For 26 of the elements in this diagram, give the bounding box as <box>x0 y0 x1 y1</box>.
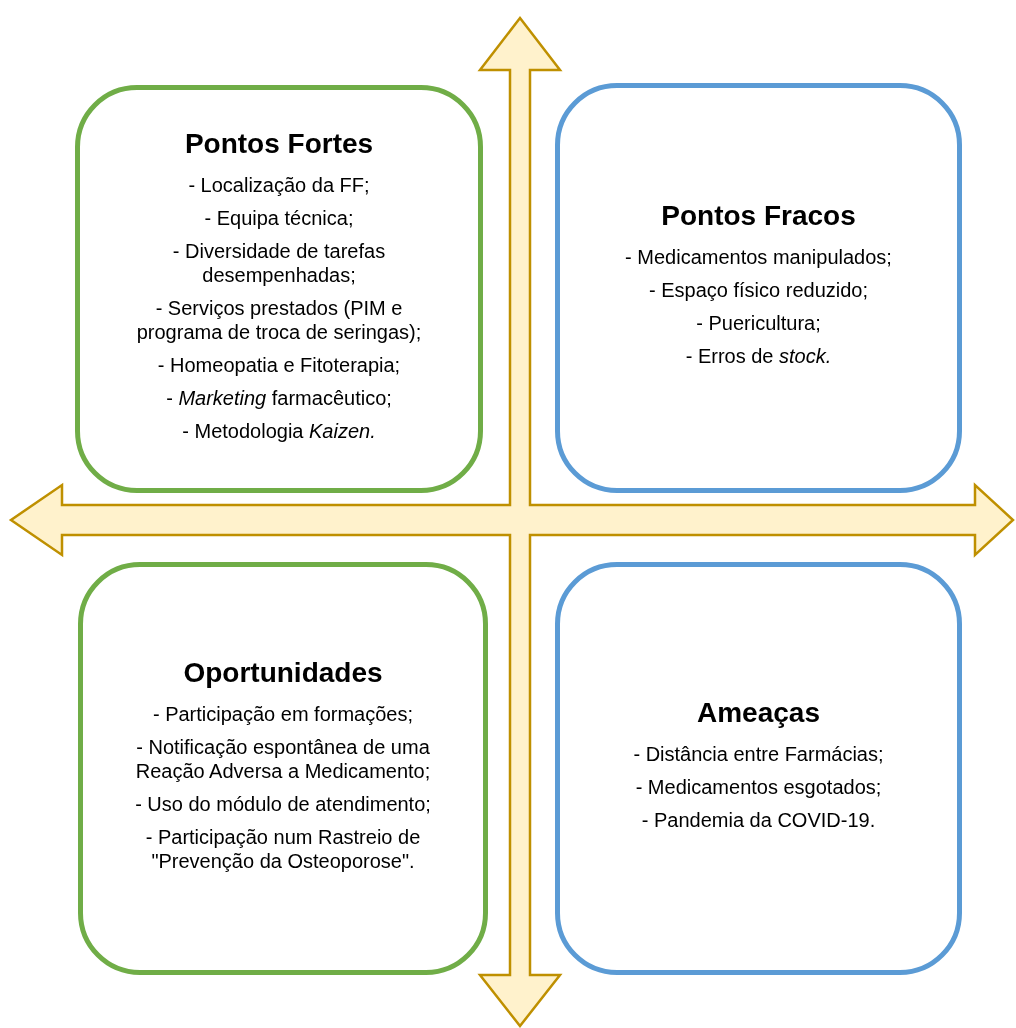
list-item: - Homeopatia e Fitoterapia; <box>157 352 401 377</box>
list-item: - Localização da FF; <box>188 172 370 197</box>
list-item: - Metodologia Kaizen. <box>182 418 376 443</box>
list-item: - Equipa técnica; <box>204 205 354 230</box>
list-item: - Notificação espontânea de uma Reação Adversa a Medicamento; <box>134 734 432 783</box>
list-item: - Medicamentos esgotados; <box>635 775 882 799</box>
list-item: - Participação num Rastreio de "Prevenção da Osteoporose". <box>144 824 422 873</box>
list-item: - Pandemia da COVID-19. <box>641 808 876 832</box>
quadrant-heading: Pontos Fortes <box>184 126 374 161</box>
quadrant-card <box>78 562 488 975</box>
list-item: - Uso do módulo de atendimento; <box>135 791 431 816</box>
list-item: - Serviços prestados (PIM e programa de troca de seringas); <box>135 295 423 344</box>
list-item: - Puericultura; <box>696 311 821 335</box>
quadrant-heading: Pontos Fracos <box>661 199 856 233</box>
list-item: - Participação em formações; <box>152 701 414 726</box>
list-item: - Medicamentos manipulados; <box>625 245 892 269</box>
list-item: - Espaço físico reduzido; <box>649 278 868 302</box>
quadrant-card <box>75 85 483 493</box>
quadrant-heading: Ameaças <box>697 696 820 730</box>
quadrant-card <box>555 562 962 975</box>
list-item: - Distância entre Farmácias; <box>633 742 884 766</box>
list-item: - Diversidade de tarefas desempenhadas; <box>171 238 387 287</box>
quadrant-heading: Oportunidades <box>183 655 383 690</box>
list-item: - Marketing farmacêutico; <box>166 385 392 410</box>
quadrant-card <box>555 83 962 493</box>
list-item: - Erros de stock. <box>685 344 832 368</box>
